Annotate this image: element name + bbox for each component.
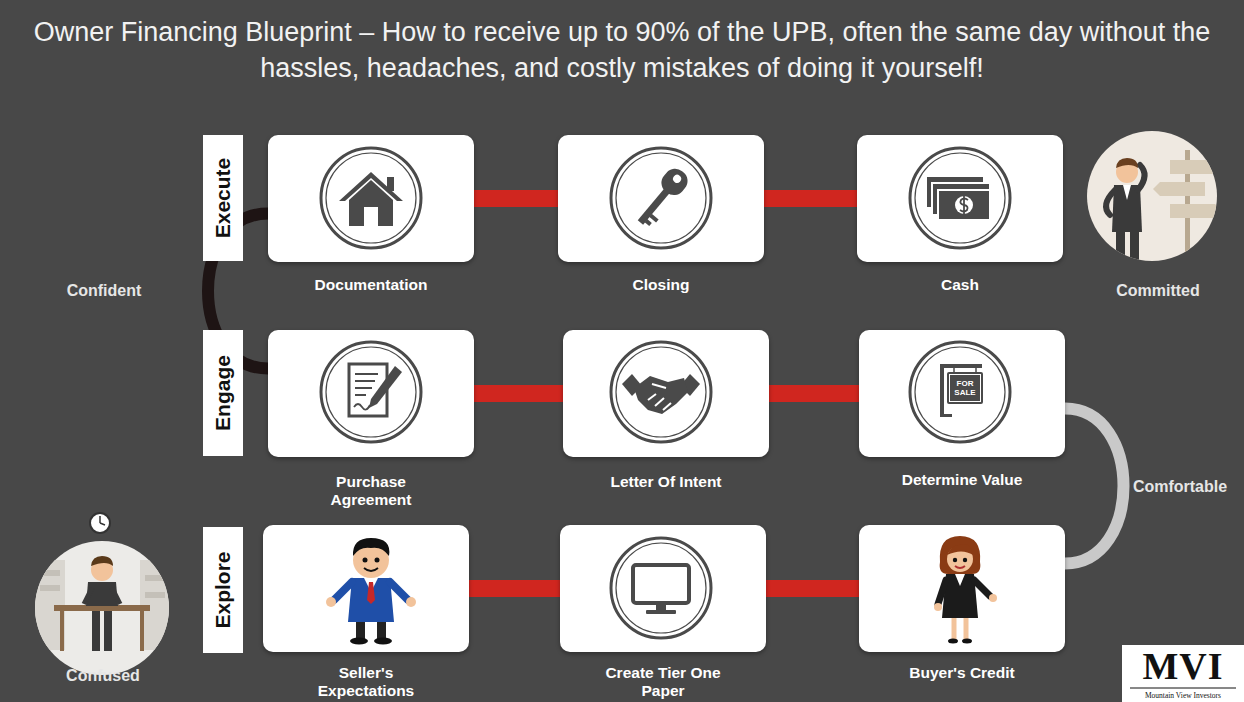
row-tab-label: Engage [211, 355, 235, 431]
process-box: Buyer's Credit [859, 525, 1065, 652]
seller-cartoon [326, 538, 416, 645]
box-label: Closing [551, 276, 771, 294]
row-tab-label: Explore [211, 551, 235, 628]
contract-icon [349, 364, 402, 416]
box-label: Cash [850, 276, 1070, 294]
flow-connector [474, 385, 563, 402]
logo-rule [1130, 688, 1236, 689]
logo-mark: MVI [1124, 647, 1242, 685]
flow-connector [469, 580, 560, 597]
logo-panel [1122, 645, 1244, 702]
stage-label: Confident [29, 281, 179, 301]
confused-picture [35, 513, 170, 675]
stage-label: Confused [28, 666, 178, 686]
box-label: Documentation [261, 276, 481, 294]
process-box: Seller's Expectations [263, 525, 469, 652]
process-box: Cash [857, 135, 1063, 262]
logo-caption: Mountain View Investors [1124, 691, 1242, 700]
diagram-title: Owner Financing Blueprint – How to recei… [7, 14, 1237, 86]
box-label: Create Tier One Paper [583, 664, 743, 700]
row-tab: Execute [203, 135, 243, 261]
box-label: Seller's Expectations [296, 664, 436, 700]
process-box: Create Tier One Paper [560, 525, 766, 652]
box-label: Determine Value [897, 471, 1027, 489]
stage-label: Comfortable [1120, 477, 1240, 497]
row-tab-label: Execute [211, 158, 235, 239]
process-box: Documentation [268, 135, 474, 262]
monitor-icon [633, 565, 689, 614]
committed-picture [1087, 131, 1222, 262]
box-label: Letter Of Intent [556, 473, 776, 491]
flow-connector [766, 580, 859, 597]
process-box: Purchase Agreement [268, 330, 474, 457]
flow-connector [1065, 409, 1124, 564]
row-tab: Explore [203, 527, 243, 653]
box-label: Buyer's Credit [897, 664, 1027, 682]
cash-icon [926, 176, 990, 220]
flow-connector [764, 190, 857, 207]
buyer-cartoon [934, 536, 997, 644]
icon-rings [321, 148, 1010, 638]
sign-text: FOR SALE [950, 379, 980, 397]
for-sale-sign-icon [940, 364, 983, 417]
flow-connector [769, 385, 859, 402]
stage-label: Committed [1083, 281, 1233, 301]
box-label: Purchase Agreement [306, 473, 436, 509]
key-icon [631, 164, 692, 230]
row-tab: Engage [203, 330, 243, 456]
handshake-icon [622, 374, 700, 414]
process-box: Closing [558, 135, 764, 262]
house-icon [339, 172, 403, 226]
flow-connector [474, 190, 558, 207]
process-box: Letter Of Intent [563, 330, 769, 457]
